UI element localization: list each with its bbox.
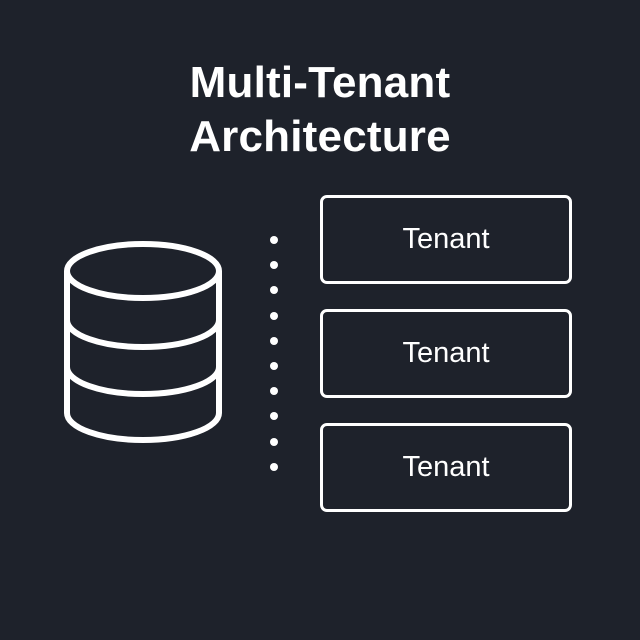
title-line-1: Multi-Tenant (189, 58, 451, 107)
connector-dot (270, 311, 278, 320)
diagram-title: Multi-Tenant Architecture (0, 56, 640, 164)
tenant-label: Tenant (402, 337, 490, 369)
database-top-ellipse (64, 241, 222, 301)
database-layer-divider (64, 366, 222, 397)
tenant-box: Tenant (320, 423, 572, 512)
database-layer-divider (64, 319, 222, 350)
connector-dot (270, 387, 278, 396)
connector-dot (270, 236, 278, 244)
connector-dot (270, 261, 278, 270)
tenant-label: Tenant (402, 451, 490, 483)
database-body (64, 271, 222, 443)
tenant-box: Tenant (320, 195, 572, 284)
connector-dot (270, 462, 278, 471)
connector-dot (270, 336, 278, 345)
connector-dot (270, 437, 278, 446)
connector-dot (270, 362, 278, 370)
dotted-connector (264, 232, 284, 478)
title-line-2: Architecture (189, 112, 451, 161)
tenant-box: Tenant (320, 309, 572, 398)
connector-dot (270, 286, 278, 295)
tenant-label: Tenant (402, 223, 490, 255)
database-icon (64, 241, 222, 443)
connector-dot (270, 412, 278, 421)
